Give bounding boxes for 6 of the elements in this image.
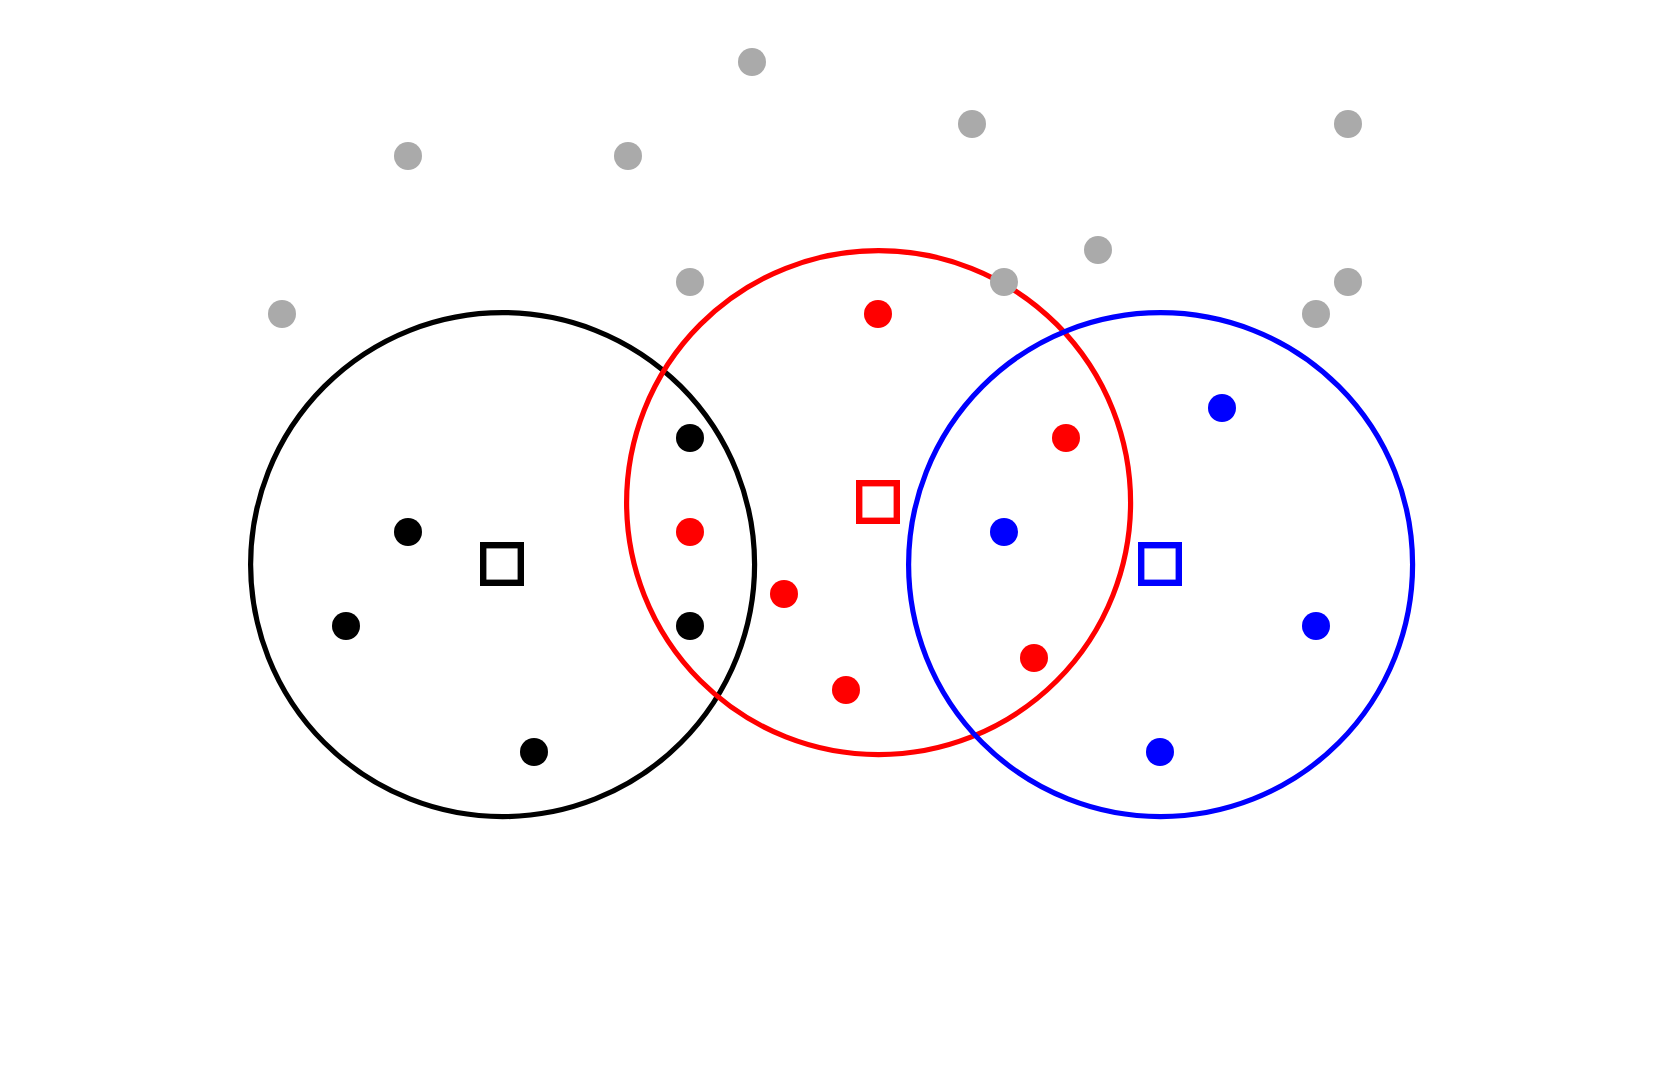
centroid-square xyxy=(1137,541,1182,586)
cluster-circle xyxy=(905,309,1415,819)
cluster-circle xyxy=(247,309,757,819)
cluster-circle xyxy=(623,247,1133,757)
centroid-square xyxy=(855,479,900,524)
centroid-square xyxy=(479,541,524,586)
